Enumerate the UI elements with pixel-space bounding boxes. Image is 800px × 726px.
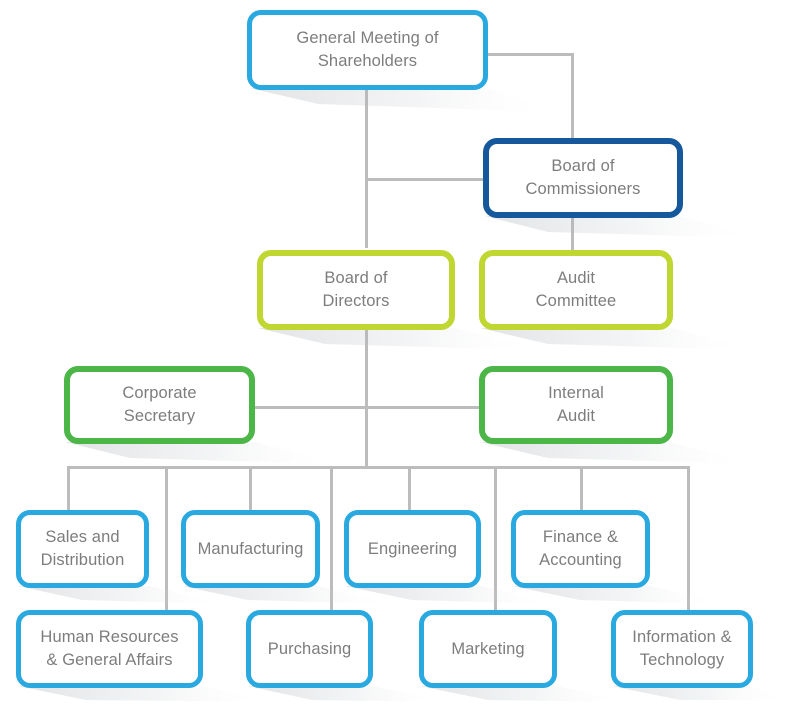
connector-drop-finance [580,466,583,512]
connector-drop-information-technology [687,466,690,612]
connector-drop-marketing [494,466,497,612]
connector-drop-engineering [408,466,411,512]
node-human-resources-general-affairs[interactable]: Human Resources & General Affairs [16,610,203,688]
connector-gms-to-commissioners-v [571,53,574,141]
node-purchasing[interactable]: Purchasing [246,610,373,688]
node-marketing[interactable]: Marketing [419,610,557,688]
node-internal-audit[interactable]: Internal Audit [479,366,673,444]
connector-spine-to-commissioners [365,178,483,181]
node-sales-and-distribution[interactable]: Sales and Distribution [16,510,149,588]
node-label: Sales and Distribution [40,528,125,569]
connector-commissioners-to-audit-committee [571,216,574,252]
node-label: Information & Technology [632,628,732,669]
connector-drop-human-resources [165,466,168,612]
connector-gms-spine [365,88,368,248]
node-manufacturing[interactable]: Manufacturing [181,510,320,588]
node-label: Board of Commissioners [525,157,641,198]
node-label: Audit Committee [535,269,617,310]
connector-drop-sales [67,466,70,512]
node-label: Board of Directors [322,269,390,310]
node-label: Finance & Accounting [539,528,622,569]
node-finance-accounting[interactable]: Finance & Accounting [511,510,650,588]
node-label: General Meeting of Shareholders [296,29,439,70]
node-label: Purchasing [267,639,352,658]
node-label: Marketing [451,639,525,658]
node-board-of-directors[interactable]: Board of Directors [257,250,455,330]
node-board-of-commissioners[interactable]: Board of Commissioners [483,138,683,218]
node-engineering[interactable]: Engineering [344,510,481,588]
connector-drop-purchasing [330,466,333,612]
connector-directors-spine [365,328,368,468]
node-label: Corporate Secretary [122,384,197,425]
node-label: Engineering [367,539,458,558]
node-information-technology[interactable]: Information & Technology [611,610,753,688]
connector-drop-manufacturing [249,466,252,512]
node-label: Human Resources & General Affairs [40,628,179,669]
connector-internal-audit-branch [365,406,483,409]
connector-secretary-branch [250,406,366,409]
node-corporate-secretary[interactable]: Corporate Secretary [64,366,255,444]
node-label: Manufacturing [197,539,304,558]
node-label: Internal Audit [548,384,604,425]
connector-gms-to-commissioners-h [488,53,574,56]
connector-department-bus [67,466,690,469]
node-general-meeting-of-shareholders[interactable]: General Meeting of Shareholders [247,10,488,90]
node-audit-committee[interactable]: Audit Committee [479,250,673,330]
